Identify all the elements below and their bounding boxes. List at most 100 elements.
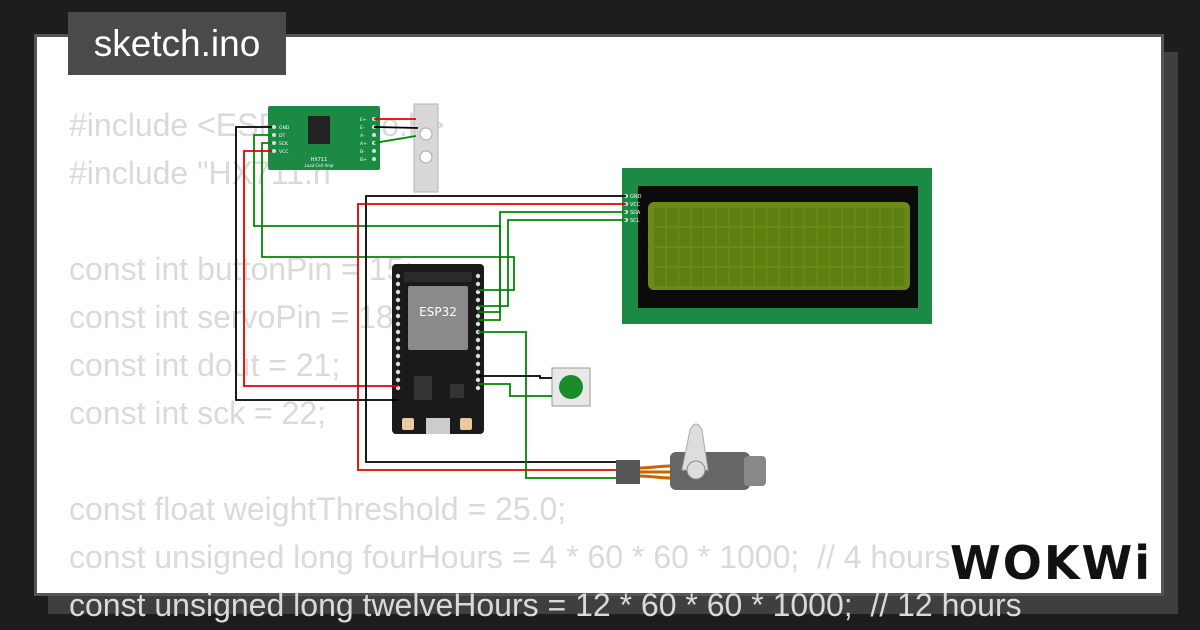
lcd-cell — [880, 208, 892, 226]
esp32-pin[interactable] — [475, 385, 481, 391]
esp32-pin[interactable] — [395, 345, 401, 351]
lcd-cell — [830, 248, 842, 266]
esp32-pin[interactable] — [395, 369, 401, 375]
esp32-pin[interactable] — [395, 273, 401, 279]
lcd-cell — [691, 248, 703, 266]
code-line: const unsigned long fourHours = 4 * 60 *… — [69, 539, 951, 575]
lcd-cell — [855, 248, 867, 266]
servo-motor[interactable] — [616, 423, 766, 490]
esp32-pin[interactable] — [475, 273, 481, 279]
esp32-pin[interactable] — [395, 305, 401, 311]
esp32-pin[interactable] — [475, 337, 481, 343]
wire — [243, 150, 398, 387]
esp32-pin[interactable] — [475, 313, 481, 319]
wire — [478, 331, 616, 479]
file-tab[interactable]: sketch.ino — [68, 12, 286, 75]
lcd-cell — [792, 228, 804, 246]
hx711-pin[interactable] — [272, 141, 276, 145]
lcd-cell — [780, 228, 791, 246]
lcd-cell — [767, 268, 779, 286]
esp32-pin[interactable] — [395, 289, 401, 295]
code-line: const float weightThreshold = 25.0; — [69, 491, 567, 527]
esp32-regulator — [414, 376, 432, 400]
wire — [478, 383, 552, 397]
esp32-label: ESP32 — [419, 305, 457, 319]
esp32-pin[interactable] — [475, 297, 481, 303]
esp32-pin[interactable] — [395, 337, 401, 343]
wire — [478, 211, 626, 313]
esp32-pin[interactable] — [395, 313, 401, 319]
lcd-cell — [805, 208, 817, 226]
hx711-pin-label: A- — [360, 133, 365, 139]
lcd-pin-label: SDA — [630, 210, 641, 216]
boot-button[interactable] — [402, 418, 414, 430]
esp32-pin[interactable] — [395, 353, 401, 359]
lcd-cell — [805, 248, 817, 266]
esp32-pin[interactable] — [475, 281, 481, 287]
lcd-cell — [654, 208, 665, 226]
esp32-pin[interactable] — [395, 281, 401, 287]
esp32-pin[interactable] — [475, 345, 481, 351]
lcd-cell — [780, 248, 791, 266]
lcd-cell — [880, 228, 892, 246]
lcd-cell — [742, 208, 754, 226]
lcd-cell — [679, 248, 691, 266]
esp32-pin[interactable] — [395, 329, 401, 335]
load-cell[interactable] — [413, 103, 439, 193]
esp32-pin[interactable] — [395, 377, 401, 383]
hx711-pin[interactable] — [372, 149, 376, 153]
lcd-cell — [767, 248, 779, 266]
lcd-cell — [805, 228, 817, 246]
wire — [373, 135, 417, 144]
lcd-cell — [666, 208, 678, 226]
servo-mount — [744, 456, 766, 486]
hx711-pin-label: B- — [360, 149, 365, 155]
hx711-pin[interactable] — [372, 133, 376, 137]
esp32-pin[interactable] — [395, 321, 401, 327]
lcd-cell — [691, 268, 703, 286]
esp32-pin[interactable] — [475, 321, 481, 327]
esp32-pin[interactable] — [395, 361, 401, 367]
button-cap[interactable] — [559, 375, 583, 399]
lcd-cell — [691, 228, 703, 246]
wire — [357, 203, 626, 471]
code-line: const int sck = 22; — [69, 395, 327, 431]
lcd-cell — [843, 248, 854, 266]
lcd-cell — [767, 228, 779, 246]
esp32-pin[interactable] — [475, 361, 481, 367]
esp32-shield — [408, 286, 468, 350]
lcd-cell — [893, 208, 905, 226]
lcd-cell — [717, 208, 728, 226]
lcd-cell — [729, 208, 741, 226]
lcd-cell — [817, 248, 829, 266]
esp32-pin[interactable] — [395, 297, 401, 303]
lcd-cell — [691, 208, 703, 226]
lcd-cell — [654, 228, 665, 246]
usb-port[interactable] — [426, 418, 450, 434]
hx711-pin-label: VCC — [279, 149, 288, 155]
esp32-board[interactable]: ESP32 — [392, 264, 484, 434]
code-line: const int servoPin = 18; — [69, 299, 403, 335]
esp32-pin[interactable] — [475, 369, 481, 375]
lcd-cell — [679, 268, 691, 286]
lcd-cell — [679, 228, 691, 246]
esp32-antenna — [404, 272, 472, 282]
reset-button[interactable] — [460, 418, 472, 430]
esp32-usb-chip — [450, 384, 464, 398]
servo-cable — [639, 464, 671, 480]
hx711-pin[interactable] — [272, 125, 276, 129]
push-button[interactable] — [551, 367, 591, 407]
esp32-pin[interactable] — [475, 377, 481, 383]
hx711-pin[interactable] — [272, 149, 276, 153]
lcd-cell — [893, 248, 905, 266]
hx711-pin-label: B+ — [360, 157, 367, 163]
servo-horn[interactable] — [681, 423, 709, 471]
hx711-pin[interactable] — [372, 157, 376, 161]
lcd-cell — [817, 268, 829, 286]
hx711-pin-label: E- — [360, 125, 365, 131]
esp32-pin[interactable] — [475, 353, 481, 359]
hx711-pin[interactable] — [272, 133, 276, 137]
